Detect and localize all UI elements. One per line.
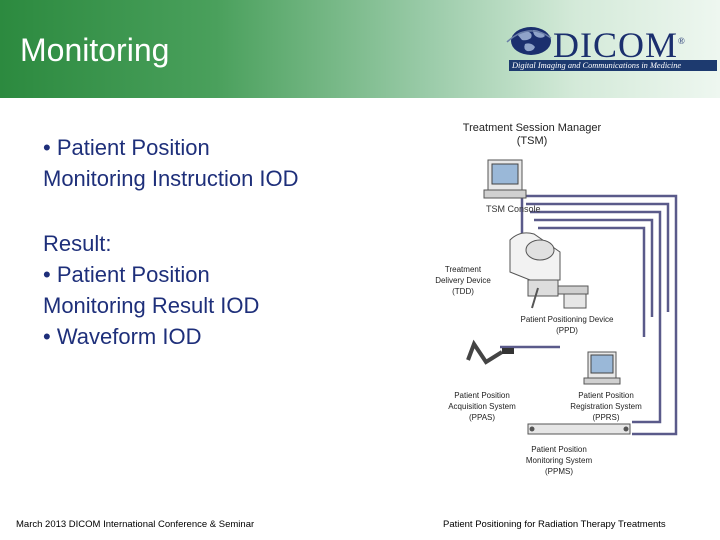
bullet-list: • Patient Position Monitoring Instructio… [43,132,403,352]
registration-system-icon [583,351,621,385]
globe-icon [506,27,552,55]
footer-right: Patient Positioning for Radiation Therap… [443,519,666,530]
dicom-logo: DICOM® Digital Imaging and Communication… [505,20,717,76]
monitoring-system-icon [527,423,631,435]
acquisition-system-icon [466,339,514,365]
slide-title: Monitoring [20,32,170,68]
bullet-item-result-line2: Monitoring Result IOD [43,293,260,318]
pprs-label: Patient Position Registration System (PP… [570,391,642,422]
system-diagram: Treatment Session Manager (TSM) TSM Cons… [420,112,716,482]
result-heading: Result: [43,231,112,256]
ppas-label: Patient Position Acquisition System (PPA… [448,391,516,422]
tsm-label: Treatment Session Manager (TSM) [462,122,602,147]
diagram-graphics [466,159,678,436]
ppms-label: Patient Position Monitoring System (PPMS… [525,445,593,476]
footer-left: March 2013 DICOM International Conferenc… [16,519,255,530]
bullet-item-waveform: • Waveform IOD [43,324,202,349]
bullet-item-result-line1: • Patient Position [43,262,210,287]
bullet-item-instruction-line2: Monitoring Instruction IOD [43,166,299,191]
network-lines [500,194,678,436]
tsm-console-label: TSM Console [486,204,541,214]
slide-header: Monitoring DICOM® Digital Imaging and Co… [0,0,720,98]
logo-wordmark: DICOM® [553,25,686,65]
tdd-label: Treatment Delivery Device (TDD) [435,265,491,296]
bullet-item-instruction-line1: • Patient Position [43,135,210,160]
treatment-delivery-device-icon [509,232,589,309]
logo-subtitle: Digital Imaging and Communications in Me… [509,60,717,71]
tsm-console-icon [483,159,527,199]
ppd-label: Patient Positioning Device (PPD) [520,315,614,335]
